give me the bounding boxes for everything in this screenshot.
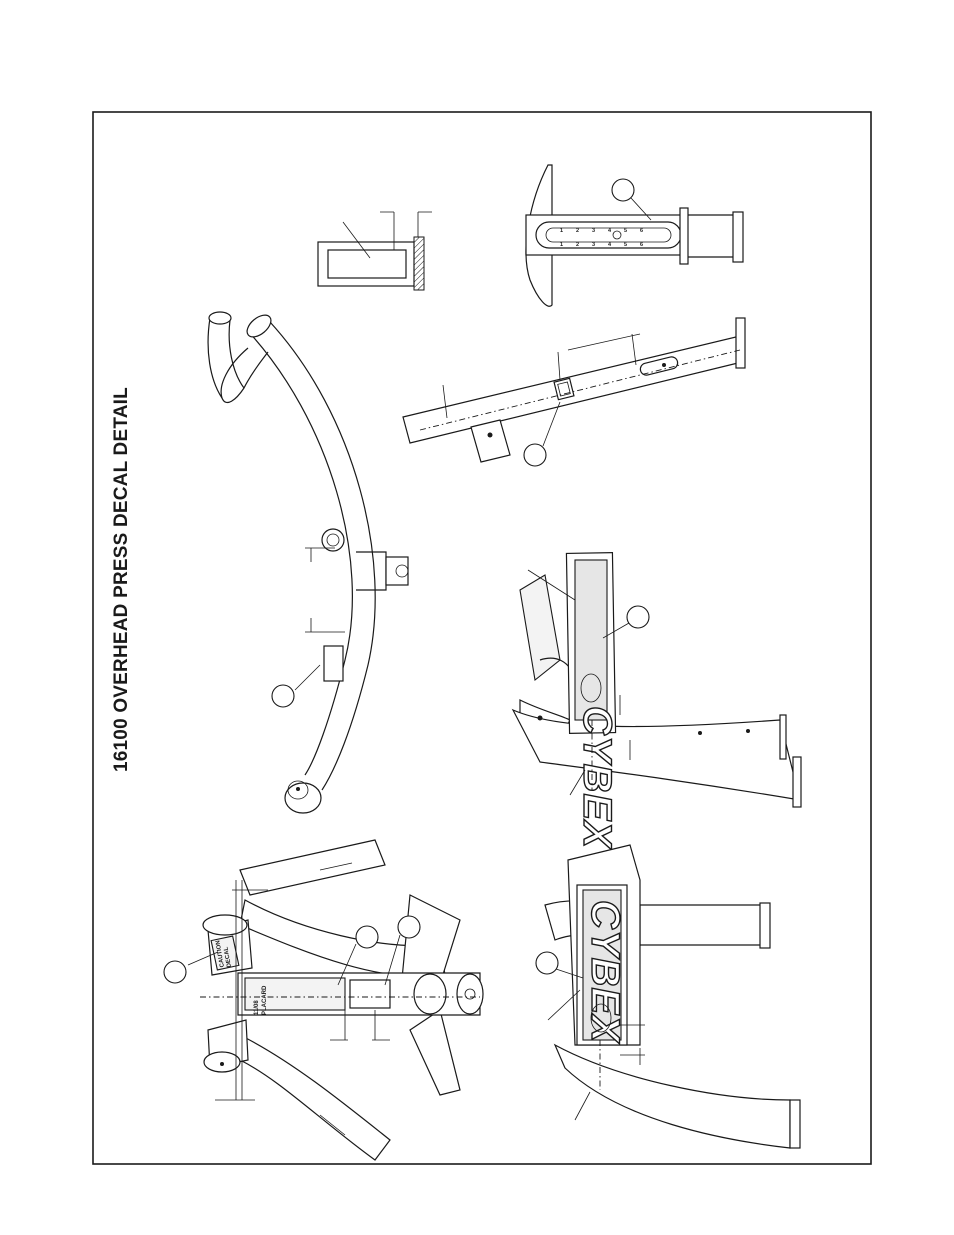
svg-text:5: 5 xyxy=(624,242,627,248)
side-panel-view-1: CYBEX xyxy=(511,552,802,851)
placard-label-line2: PLACARD xyxy=(262,985,268,1015)
svg-text:6: 6 xyxy=(640,242,643,248)
callout-bubble-placard xyxy=(355,925,379,949)
svg-text:4: 4 xyxy=(608,242,612,248)
drawing-frame xyxy=(92,111,872,1165)
logo-side-panel-2: CYBEX xyxy=(583,900,627,1044)
svg-text:3: 3 xyxy=(592,228,595,234)
press-arm-view xyxy=(207,311,409,814)
weight-scale-view: 1 2 3 4 5 6 1 2 3 4 5 6 xyxy=(525,164,744,307)
seat-post-view xyxy=(402,317,746,467)
svg-text:2: 2 xyxy=(576,228,579,234)
svg-text:2: 2 xyxy=(576,242,579,248)
callout-bubble-side-panel-2 xyxy=(535,951,559,975)
svg-text:6: 6 xyxy=(640,228,643,234)
warning-decal-line2: DECAL xyxy=(223,946,233,968)
drawing-title: 16100 OVERHEAD PRESS DECAL DETAIL xyxy=(111,387,132,772)
svg-text:1: 1 xyxy=(560,228,563,234)
callout-bubble-post xyxy=(523,443,547,467)
placard-label-line1: 11/08 xyxy=(254,1000,260,1015)
callout-bubble-cylinder-decal xyxy=(163,960,187,984)
callout-bubble-side-panel-1 xyxy=(626,605,650,629)
callout-bubble-rail-decal xyxy=(397,915,421,939)
svg-text:5: 5 xyxy=(624,228,627,234)
svg-text:4: 4 xyxy=(608,228,612,234)
warning-decal-line1: CAUTION xyxy=(215,940,226,968)
frame-placard-view: 11/08 PLACARD CAUTION DECAL xyxy=(163,839,484,1161)
callout-bubble-arm-decal xyxy=(271,684,295,708)
svg-text:3: 3 xyxy=(592,242,595,248)
side-panel-view-2: CYBEX xyxy=(535,844,801,1149)
svg-text:1: 1 xyxy=(560,242,563,248)
callout-bubble-scale xyxy=(611,178,635,202)
logo-side-panel-1: CYBEX xyxy=(575,706,619,850)
decal-section-view xyxy=(317,211,432,291)
